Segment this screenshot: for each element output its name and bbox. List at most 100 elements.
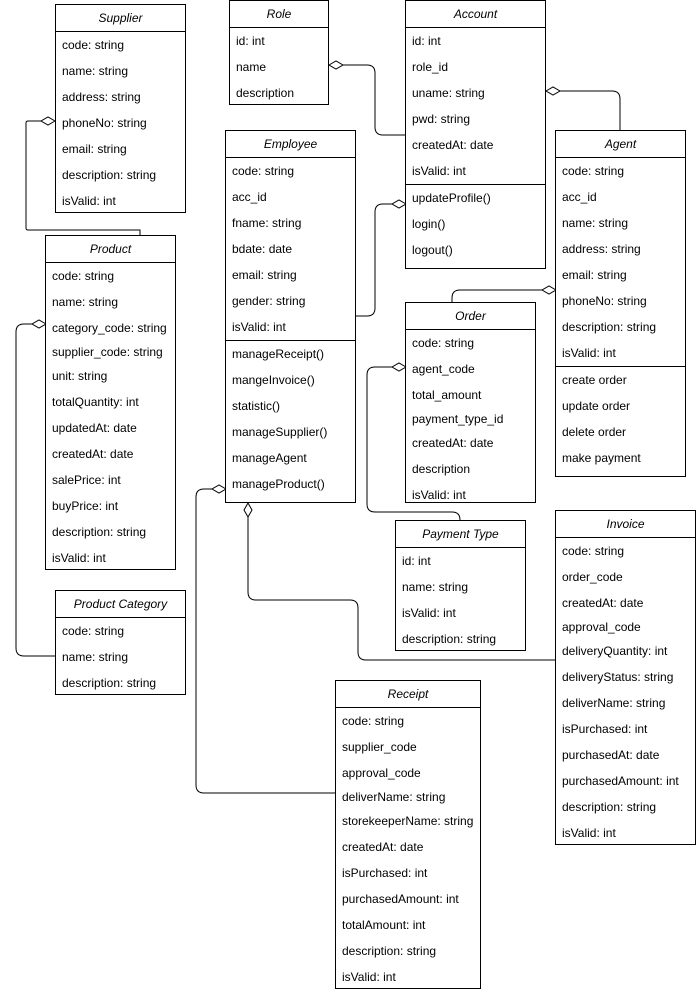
class-title: Agent xyxy=(556,131,685,158)
field-row: code: string xyxy=(562,544,625,558)
field-row: unit: string xyxy=(52,369,108,383)
method-row: make payment xyxy=(562,451,641,465)
field-row: name xyxy=(236,60,267,74)
aggregation-diamond-order xyxy=(390,362,408,372)
fields-section: code: string name: string category_code:… xyxy=(46,263,175,571)
field-row: email: string xyxy=(232,268,297,282)
class-title: Employee xyxy=(226,131,355,158)
field-row: description xyxy=(412,462,471,476)
field-row: description: string xyxy=(562,800,657,814)
field-row: deliveryStatus: string xyxy=(562,670,674,684)
field-row: payment_type_id xyxy=(412,412,504,426)
field-row: createdAt: date xyxy=(412,436,494,450)
fields-section: code: string supplier_code approval_code… xyxy=(336,708,480,990)
class-product-category: Product Category code: string name: stri… xyxy=(55,590,186,695)
fields-section: id: int name description xyxy=(230,28,328,106)
aggregation-diamond-product xyxy=(30,319,48,329)
method-row: updateProfile() xyxy=(412,191,491,205)
connector-agent-order xyxy=(451,289,556,302)
field-row: description: string xyxy=(62,676,157,690)
class-title: Product xyxy=(46,236,175,263)
field-row: email: string xyxy=(62,142,127,156)
field-row: isValid: int xyxy=(562,346,616,360)
field-row: name: string xyxy=(52,295,119,309)
class-invoice: Invoice code: string order_code createdA… xyxy=(555,510,696,845)
method-row: login() xyxy=(412,217,446,231)
field-row: code: string xyxy=(562,164,625,178)
fields-section: code: string name: string description: s… xyxy=(56,618,185,696)
field-row: createdAt: date xyxy=(52,447,134,461)
field-row: updatedAt: date xyxy=(52,421,137,435)
field-row: category_code: string xyxy=(52,321,167,335)
class-role: Role id: int name description xyxy=(229,0,329,105)
methods-section: create order update order delete order m… xyxy=(556,366,685,471)
class-title: Product Category xyxy=(56,591,185,618)
class-product: Product code: string name: string catego… xyxy=(45,235,176,570)
field-row: acc_id xyxy=(562,190,597,204)
class-agent: Agent code: string acc_id name: string a… xyxy=(555,130,686,477)
class-employee: Employee code: string acc_id fname: stri… xyxy=(225,130,356,503)
field-row: deliveryQuantity: int xyxy=(562,644,668,658)
field-row: isValid: int xyxy=(342,970,396,984)
method-row: manageSupplier() xyxy=(232,425,328,439)
field-row: approval_code xyxy=(342,766,421,780)
field-row: email: string xyxy=(562,268,627,282)
field-row: description: string xyxy=(52,525,147,539)
field-row: description: string xyxy=(562,320,657,334)
field-row: purchasedAmount: int xyxy=(562,774,679,788)
field-row: description: string xyxy=(342,944,437,958)
field-row: address: string xyxy=(62,90,141,104)
class-title: Supplier xyxy=(56,5,185,32)
field-row: createdAt: date xyxy=(412,138,494,152)
field-row: acc_id xyxy=(232,190,267,204)
class-title: Role xyxy=(230,1,328,28)
class-account: Account id: int role_id uname: string pw… xyxy=(405,0,546,269)
field-row: code: string xyxy=(342,714,405,728)
aggregation-diamond-agent xyxy=(540,285,558,295)
field-row: totalAmount: int xyxy=(342,918,426,932)
methods-section: updateProfile() login() logout() xyxy=(406,184,545,263)
field-row: approval_code xyxy=(562,620,641,634)
field-row: code: string xyxy=(52,269,115,283)
fields-section: code: string acc_id name: string address… xyxy=(556,158,685,366)
field-row: isValid: int xyxy=(412,488,466,502)
fields-section: code: string name: string address: strin… xyxy=(56,32,185,214)
field-row: totalQuantity: int xyxy=(52,395,139,409)
field-row: code: string xyxy=(232,164,295,178)
connector-employee-receipt xyxy=(195,488,336,794)
class-title: Payment Type xyxy=(396,521,525,548)
field-row: role_id xyxy=(412,60,449,74)
connector-product-category xyxy=(15,323,56,657)
field-row: supplier_code: string xyxy=(52,345,163,359)
field-row: id: int xyxy=(402,554,431,568)
field-row: id: int xyxy=(412,34,441,48)
field-row: description xyxy=(236,86,295,100)
class-title: Invoice xyxy=(556,511,695,538)
aggregation-diamond-account-methods xyxy=(390,199,408,209)
field-row: isValid: int xyxy=(562,826,616,840)
field-row: createdAt: date xyxy=(342,840,424,854)
field-row: name: string xyxy=(562,216,629,230)
field-row: address: string xyxy=(562,242,641,256)
field-row: name: string xyxy=(402,580,469,594)
aggregation-diamond-role xyxy=(327,60,345,70)
field-row: storekeeperName: string xyxy=(342,814,474,828)
field-row: phoneNo: string xyxy=(62,116,147,130)
fields-section: code: string order_code createdAt: date … xyxy=(556,538,695,846)
class-title: Receipt xyxy=(336,681,480,708)
field-row: deliverName: string xyxy=(562,696,666,710)
connector-account-agent xyxy=(546,90,621,131)
connector-role-account xyxy=(329,64,406,136)
class-order: Order code: string agent_code total_amou… xyxy=(405,302,536,503)
field-row: bdate: date xyxy=(232,242,293,256)
field-row: code: string xyxy=(62,624,125,638)
class-title: Order xyxy=(406,303,535,330)
field-row: purchasedAmount: int xyxy=(342,892,459,906)
field-row: id: int xyxy=(236,34,265,48)
field-row: code: string xyxy=(412,336,475,350)
field-row: agent_code xyxy=(412,362,475,376)
method-row: mangeInvoice() xyxy=(232,373,315,387)
aggregation-diamond-employee-bottom xyxy=(243,501,253,519)
class-receipt: Receipt code: string supplier_code appro… xyxy=(335,680,481,989)
